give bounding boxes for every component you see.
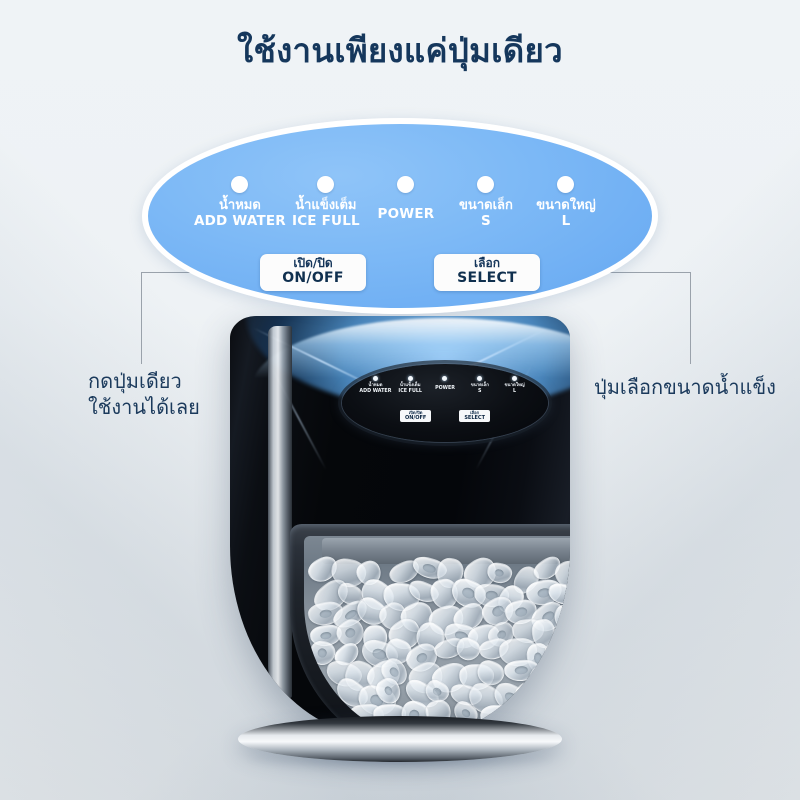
- mini-indicator-label-en: ADD WATER: [359, 388, 392, 394]
- control-panel-magnified: น้ำหมด ADD WATER น้ำแข็งเต็ม ICE FULL PO…: [142, 118, 658, 314]
- mini-button-label-th: เลือก: [470, 410, 480, 415]
- product-ice-maker: น้ำหมด ADD WATER น้ำแข็งเต็ม ICE FULL PO…: [186, 300, 614, 780]
- indicator-label-th: น้ำหมด: [219, 198, 261, 213]
- mini-indicator-size-large: ขนาดใหญ่ L: [497, 376, 532, 394]
- mini-indicator-add-water: น้ำหมด ADD WATER: [358, 376, 393, 394]
- mini-indicator-label-th: น้ำแข็งเต็ม: [399, 383, 421, 388]
- indicator-label-en: POWER: [377, 206, 435, 222]
- bracket-line-vertical: [690, 272, 691, 364]
- indicator-size-small: ขนาดเล็ก S: [446, 176, 526, 229]
- indicator-add-water: น้ำหมด ADD WATER: [194, 176, 286, 229]
- mini-indicator-size-small: ขนาดเล็ก S: [462, 376, 497, 394]
- led-indicator-icon: [477, 176, 495, 193]
- annotation-left-line2: ใช้งานได้เลย: [88, 395, 200, 420]
- mini-indicator-label-th: น้ำหมด: [368, 383, 383, 388]
- annotation-left: กดปุ่มเดียว ใช้งานได้เลย: [88, 368, 200, 421]
- led-indicator-icon: [317, 176, 335, 193]
- led-indicator-icon: [231, 176, 249, 193]
- button-label-en: SELECT: [457, 270, 517, 287]
- led-indicator-icon: [407, 376, 413, 381]
- indicator-row: น้ำหมด ADD WATER น้ำแข็งเต็ม ICE FULL PO…: [142, 176, 658, 229]
- led-indicator-icon: [372, 376, 378, 381]
- led-indicator-icon: [397, 176, 415, 193]
- led-indicator-icon: [557, 176, 575, 193]
- mini-indicator-label-en: L: [513, 388, 517, 394]
- led-indicator-icon: [442, 376, 448, 381]
- button-label-en: ON/OFF: [282, 270, 344, 287]
- button-label-th: เปิด/ปิด: [293, 256, 333, 270]
- bracket-line-horizontal: [545, 272, 691, 273]
- led-indicator-icon: [512, 376, 518, 381]
- indicator-label-en: S: [480, 212, 491, 229]
- mini-indicator-label-th: ขนาดเล็ก: [470, 383, 489, 388]
- indicator-label-en: ICE FULL: [291, 212, 360, 229]
- indicator-label-th: ขนาดเล็ก: [459, 198, 513, 213]
- ice-bin-window: [304, 536, 570, 736]
- page-title: ใช้งานเพียงแค่ปุ่มเดียว: [237, 31, 563, 70]
- mini-indicator-label-th: ขนาดใหญ่: [504, 383, 525, 388]
- bracket-line-vertical: [141, 272, 142, 364]
- mini-button-label-en: SELECT: [464, 414, 486, 421]
- mini-indicator-ice-full: น้ำแข็งเต็ม ICE FULL: [393, 376, 428, 394]
- product-chrome-edge-left: [268, 326, 292, 698]
- button-row: เปิด/ปิด ON/OFF เลือก SELECT: [142, 254, 658, 291]
- mini-button-row: เปิด/ปิด ON/OFF เลือก SELECT: [342, 410, 548, 423]
- product-base-rim: [238, 716, 562, 762]
- mini-button-label-en: ON/OFF: [404, 414, 427, 421]
- mini-indicator-power: POWER: [428, 376, 463, 394]
- led-indicator-icon: [477, 376, 483, 381]
- annotation-right: ปุ่มเลือกขนาดน้ำแข็ง: [594, 374, 776, 400]
- select-size-button[interactable]: เลือก SELECT: [434, 254, 540, 291]
- annotation-right-line1: ปุ่มเลือกขนาดน้ำแข็ง: [594, 375, 776, 399]
- mini-indicator-label-en: ICE FULL: [398, 388, 422, 394]
- indicator-label-en: ADD WATER: [194, 212, 286, 229]
- indicator-label-th: น้ำแข็งเต็ม: [295, 198, 357, 213]
- power-onoff-button[interactable]: เปิด/ปิด ON/OFF: [260, 254, 366, 291]
- button-label-th: เลือก: [474, 256, 500, 270]
- indicator-size-large: ขนาดใหญ่ L: [526, 176, 606, 229]
- ice-bin: [290, 524, 570, 736]
- magnifier-oval: [142, 118, 658, 314]
- indicator-power: POWER: [366, 176, 446, 229]
- indicator-ice-full: น้ำแข็งเต็ม ICE FULL: [286, 176, 366, 229]
- mini-power-onoff-button[interactable]: เปิด/ปิด ON/OFF: [399, 410, 432, 423]
- product-control-panel-labels: น้ำหมด ADD WATER น้ำแข็งเต็ม ICE FULL PO…: [342, 364, 548, 442]
- annotation-left-line1: กดปุ่มเดียว: [88, 369, 182, 393]
- indicator-label-th: ขนาดใหญ่: [536, 198, 596, 213]
- indicator-label-en: L: [561, 212, 571, 229]
- mini-select-size-button[interactable]: เลือก SELECT: [459, 410, 491, 423]
- mini-indicator-label-en: S: [478, 388, 482, 394]
- product-body: น้ำหมด ADD WATER น้ำแข็งเต็ม ICE FULL PO…: [230, 316, 570, 736]
- mini-button-label-th: เปิด/ปิด: [408, 410, 423, 415]
- mini-indicator-row: น้ำหมด ADD WATER น้ำแข็งเต็ม ICE FULL PO…: [342, 376, 548, 394]
- mini-indicator-label-en: POWER: [435, 386, 455, 391]
